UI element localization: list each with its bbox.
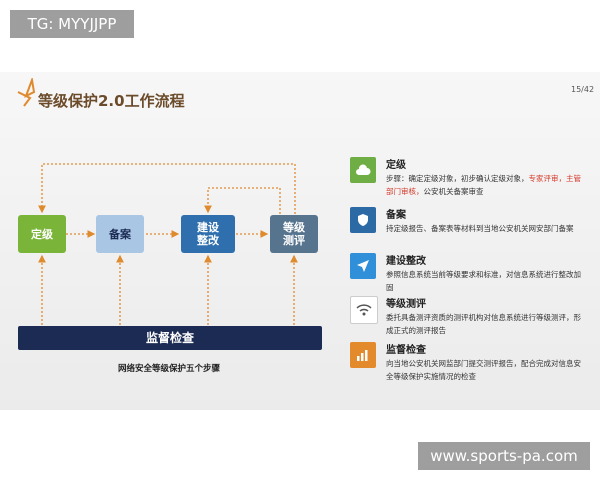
step-assessment: 等级测评 (270, 215, 318, 253)
supervision-bar: 监督检查 (18, 326, 322, 350)
cloud-icon (350, 157, 376, 183)
slide-title: 等级保护2.0工作流程 (38, 92, 185, 110)
detail-desc: 参照信息系统当前等级要求和标准，对信息系统进行整改加固 (386, 270, 581, 292)
step-grading: 定级 (18, 215, 66, 253)
detail-title: 建设整改 (386, 256, 426, 267)
arrow-icon (350, 253, 376, 279)
chart-icon (350, 342, 376, 368)
detail-title: 定级 (386, 160, 406, 171)
logo-mark-icon (17, 78, 36, 107)
detail-desc: 向当地公安机关网监部门提交测评报告，配合完成对信息安全等级保护实施情况的检查 (386, 359, 581, 381)
overlay-tag: TG: MYYJJPP (10, 10, 134, 38)
detail-title: 等级测评 (386, 299, 426, 310)
page-number: 15/42 (571, 85, 595, 94)
step-filing: 备案 (96, 215, 144, 253)
detail-desc: 步骤：确定定级对象，初步确认定级对象，专家评审，主管部门审核，公安机关备案审查 (386, 174, 581, 196)
shield-icon (350, 207, 376, 233)
wifi-icon (350, 296, 378, 324)
step-construction: 建设整改 (181, 215, 235, 253)
watermark: www.sports-pa.com (418, 442, 590, 470)
diagram-caption: 网络安全等级保护五个步骤 (118, 364, 221, 374)
loop-outer (38, 163, 296, 214)
detail-title: 备案 (386, 210, 406, 221)
detail-desc: 委托具备测评资质的测评机构对信息系统进行等级测评，形成正式的测评报告 (386, 313, 581, 335)
detail-title: 监督检查 (386, 345, 426, 356)
loop-inner (204, 187, 281, 214)
detail-desc: 持定级报告、备案表等材料到当地公安机关网安部门备案 (386, 224, 574, 233)
